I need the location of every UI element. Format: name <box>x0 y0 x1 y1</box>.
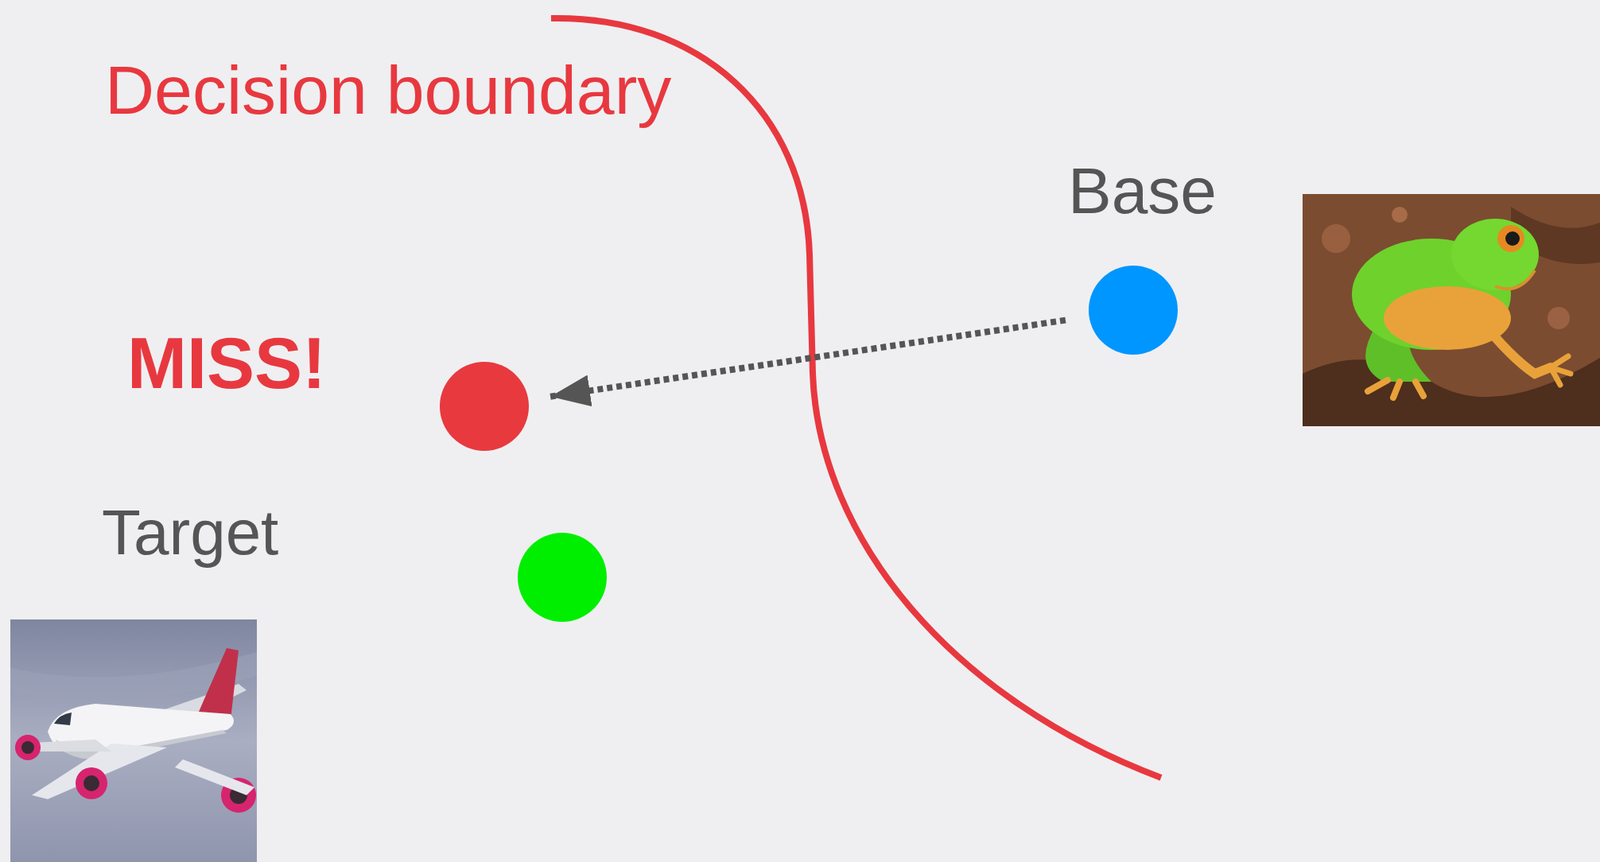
point-label: Target <box>101 500 279 565</box>
dot-outline <box>1088 265 1178 355</box>
target-point: Target <box>517 532 607 622</box>
airplane-photo <box>10 619 257 862</box>
base-point: Base <box>1088 265 1178 355</box>
dot <box>439 361 529 451</box>
dot-outline <box>439 361 529 451</box>
frog-photo <box>1302 194 1600 427</box>
shift-arrow <box>550 320 1066 397</box>
boundary-label: Decision boundary <box>104 55 672 125</box>
dot <box>517 532 607 622</box>
dot-outline <box>517 532 607 622</box>
dot <box>1088 265 1178 355</box>
poison-point: MISS! <box>439 361 529 451</box>
decision-boundary-curve <box>551 18 1162 778</box>
point-label: MISS! <box>127 327 327 400</box>
point-label: Base <box>1067 158 1217 224</box>
